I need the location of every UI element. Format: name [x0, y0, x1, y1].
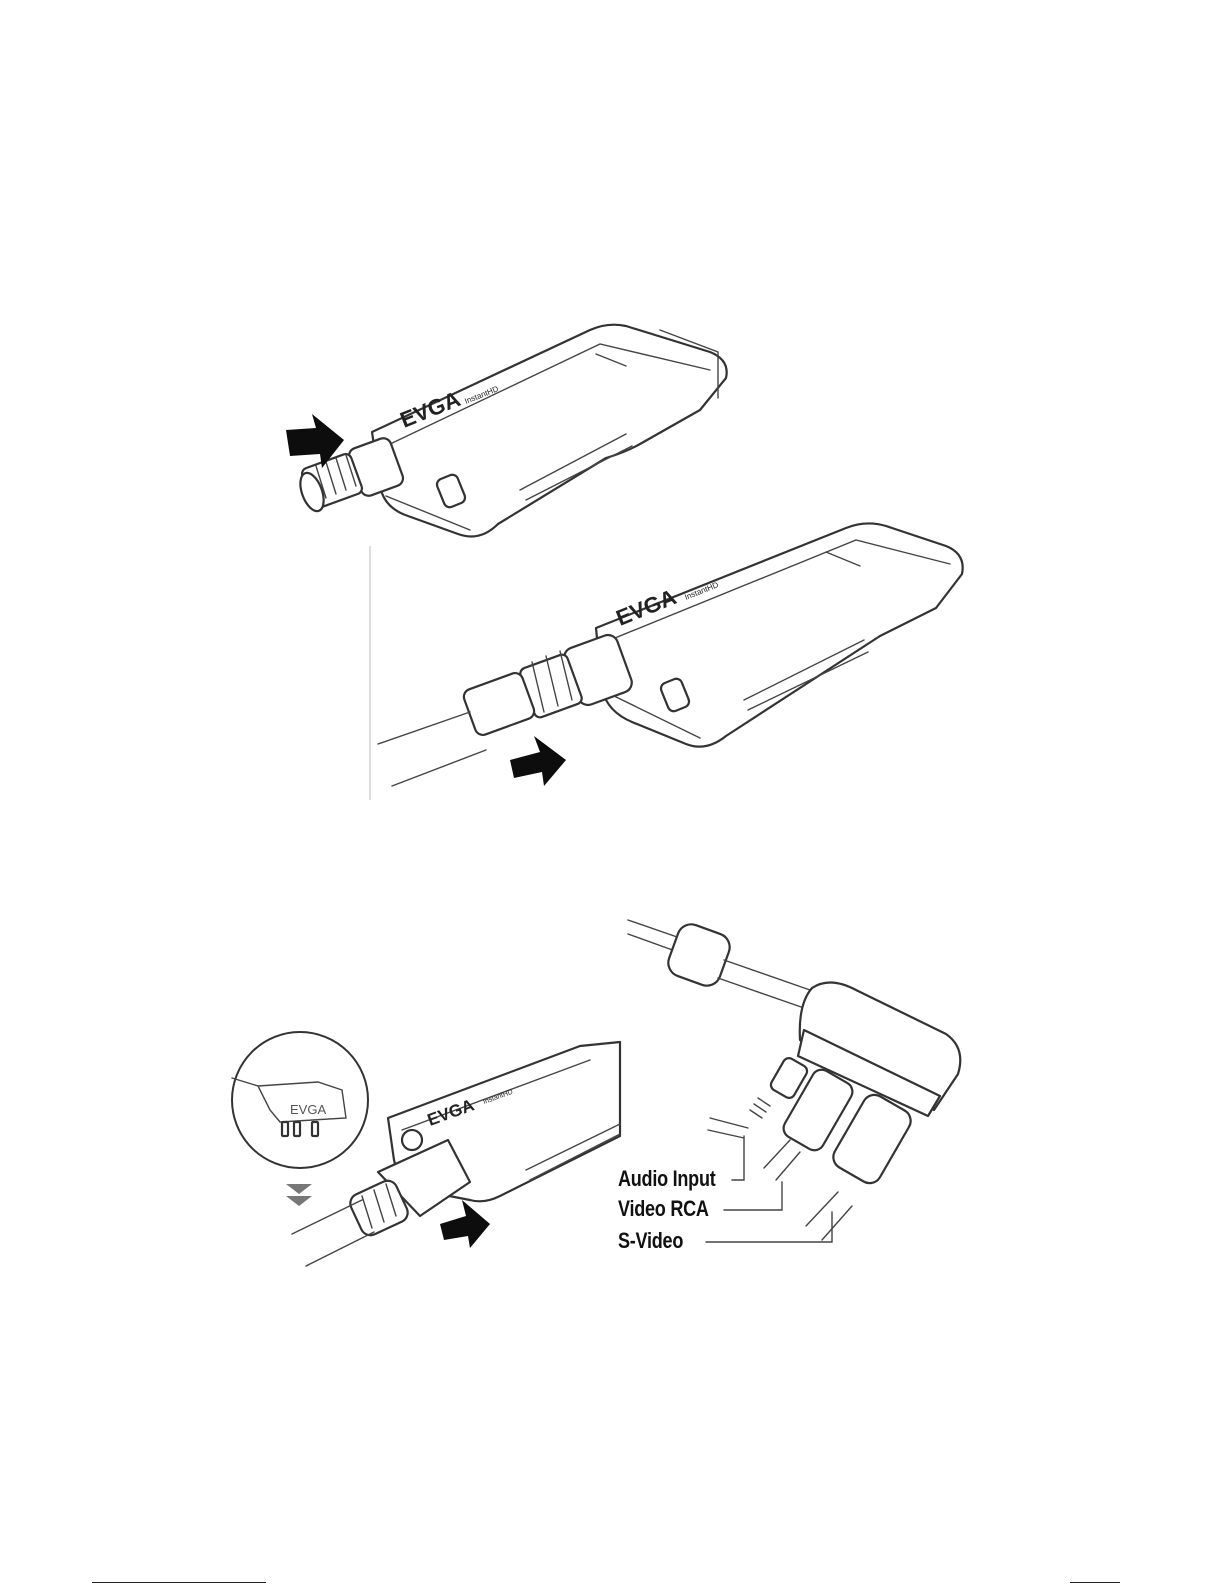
label-audio-input: Audio Input: [618, 1166, 715, 1192]
label-video-rca: Video RCA: [618, 1196, 709, 1222]
breakout-cable: [628, 920, 960, 1240]
inset-circle: [232, 1032, 368, 1168]
insert-arrow-3: [440, 1200, 490, 1248]
footer-rule-left: [92, 1582, 266, 1583]
label-s-video: S-Video: [618, 1228, 683, 1254]
down-arrows: [286, 1184, 312, 1206]
evga-logo-inset: EVGA: [290, 1102, 326, 1117]
footer-rule-right: [1070, 1582, 1120, 1583]
leader-lines: [706, 1136, 832, 1242]
